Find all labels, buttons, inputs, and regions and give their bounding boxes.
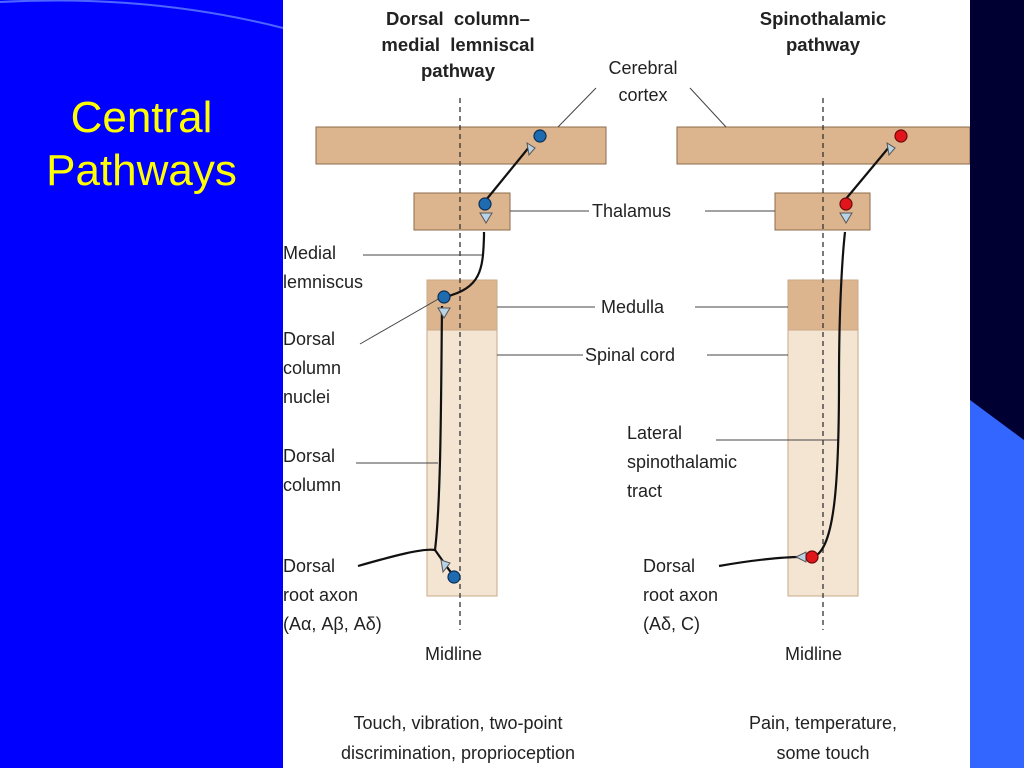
- left-neuron-thalamus-soma: [478, 197, 492, 211]
- label-line: Medial: [283, 243, 337, 263]
- spinal-cord-label: Spinal cord: [585, 345, 676, 365]
- label-line: lemniscus: [283, 272, 364, 292]
- left-midline-label: Midline: [425, 644, 483, 664]
- left-medulla-block: [426, 279, 498, 331]
- label-line: Cerebral: [608, 58, 678, 78]
- decor-light-wedge: [970, 400, 1024, 768]
- right-neuron-cortex-soma: [894, 129, 908, 143]
- right-neuron-root-soma: [805, 550, 819, 564]
- left-neuron-cortex-soma: [533, 129, 547, 143]
- left-terminal-thalamus: [479, 212, 493, 224]
- caption-line: discrimination, proprioception: [340, 743, 576, 763]
- left-terminal-cortex: [526, 141, 536, 157]
- right-terminal-thalamus: [839, 212, 853, 224]
- right-neuron-thalamus-soma: [839, 197, 853, 211]
- leader-dorsal-column-nuclei: [359, 297, 441, 345]
- label-line: Dorsal: [283, 556, 336, 576]
- label-line: cortex: [618, 85, 668, 105]
- left-thalamocortical-path: [485, 145, 531, 201]
- label-line: tract: [627, 481, 663, 501]
- leader-cortex-left: [557, 87, 597, 128]
- right-tract-path: [812, 231, 847, 559]
- label-line: Dorsal: [643, 556, 696, 576]
- left-thalamus-block: [413, 192, 511, 231]
- left-terminal-medulla: [437, 307, 451, 319]
- right-pathway-heading: Spinothalamic pathway: [728, 6, 918, 58]
- decor-arc: [0, 0, 284, 29]
- heading-line: Dorsal column–: [386, 8, 530, 29]
- left-pathway-caption: Touch, vibration, two-point discriminati…: [293, 708, 623, 768]
- right-pathway-caption: Pain, temperature, some touch: [703, 708, 943, 768]
- left-pathway-heading: Dorsal column– medial lemniscal pathway: [353, 6, 563, 84]
- caption-line: Touch, vibration, two-point: [353, 713, 563, 733]
- caption-line: some touch: [776, 743, 870, 763]
- diagram-drawing: [315, 87, 970, 630]
- lateral-spinothalamic-tract-label: Lateral spinothalamic tract: [627, 419, 737, 506]
- pathway-figure: Dorsal column– medial lemniscal pathway …: [283, 0, 970, 768]
- label-line: Dorsal: [283, 329, 336, 349]
- left-terminal-root: [440, 559, 451, 574]
- left-dorsal-root-axon-path: [357, 548, 436, 568]
- dorsal-column-label: Dorsal column: [283, 442, 341, 500]
- label-line: (Aδ, C): [643, 614, 701, 634]
- caption-line: Pain, temperature,: [748, 713, 898, 733]
- left-neuron-nucleus-soma: [437, 290, 451, 304]
- left-lemniscus-path: [444, 232, 486, 299]
- left-dorsal-column-path: [433, 305, 444, 551]
- cerebral-cortex-label: Cerebral cortex: [593, 55, 693, 109]
- heading-line: pathway: [420, 60, 496, 81]
- left-neuron-root-soma: [447, 570, 461, 584]
- label-line: Lateral: [627, 423, 683, 443]
- label-line: column: [283, 475, 342, 495]
- heading-line: medial lemniscal: [381, 34, 535, 55]
- left-cerebral-cortex-block: [315, 126, 607, 165]
- medial-lemniscus-label: Medial lemniscus: [283, 239, 363, 297]
- label-line: Dorsal: [283, 446, 336, 466]
- slide-title-line: Pathways: [46, 145, 237, 195]
- label-line: column: [283, 358, 342, 378]
- label-line: spinothalamic: [627, 452, 738, 472]
- slide-title-line: Central: [70, 93, 213, 142]
- heading-line: pathway: [785, 34, 861, 55]
- label-line: nuclei: [283, 387, 331, 407]
- slide-title: Central Pathways: [0, 92, 283, 198]
- label-line: (Aα, Aβ, Aδ): [283, 614, 382, 634]
- leader-cortex-right: [689, 87, 727, 128]
- medulla-label: Medulla: [601, 297, 665, 317]
- label-line: root axon: [643, 585, 719, 605]
- right-thalamocortical-path: [844, 145, 891, 201]
- right-midline-label: Midline: [785, 644, 843, 664]
- right-dorsal-root-axon-label: Dorsal root axon (Aδ, C): [643, 552, 718, 639]
- thalamus-label: Thalamus: [592, 201, 672, 221]
- dorsal-column-nuclei-label: Dorsal column nuclei: [283, 325, 341, 412]
- right-terminal-cortex: [886, 141, 896, 157]
- right-dorsal-root-axon-path: [718, 555, 801, 568]
- left-dorsal-root-axon-label: Dorsal root axon (Aα, Aβ, Aδ): [283, 552, 382, 639]
- label-line: root axon: [283, 585, 359, 605]
- heading-line: Spinothalamic: [759, 8, 887, 29]
